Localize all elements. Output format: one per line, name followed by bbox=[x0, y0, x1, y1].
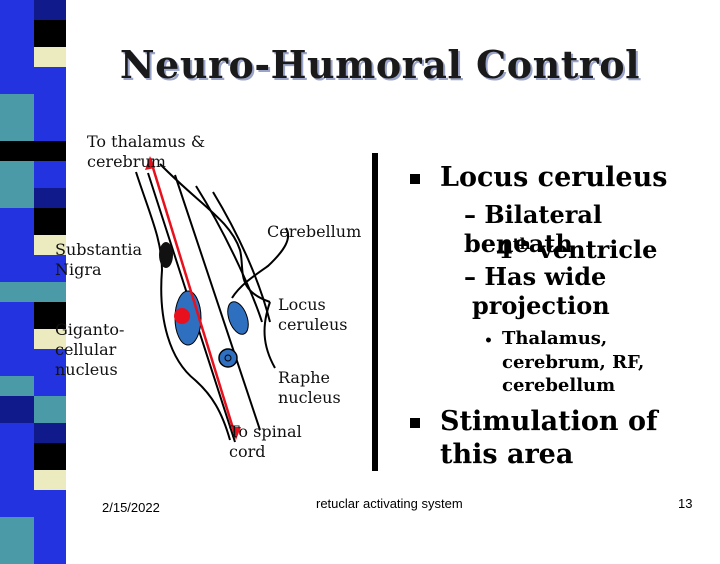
stripe-block bbox=[0, 423, 34, 443]
bullet-square-icon bbox=[410, 418, 420, 428]
stripe-block bbox=[0, 329, 34, 349]
stripe-block bbox=[34, 282, 66, 302]
stripe-block bbox=[34, 302, 66, 329]
stripe-block bbox=[34, 161, 66, 188]
stripe-block bbox=[0, 94, 34, 114]
stripe-block bbox=[0, 141, 34, 161]
label-raphe: Raphe nucleus bbox=[278, 368, 341, 407]
stripe-block bbox=[0, 376, 34, 396]
stripe-block bbox=[34, 0, 66, 20]
stripe-block bbox=[34, 20, 66, 47]
footer-date: 2/15/2022 bbox=[102, 500, 160, 515]
gigantocellular-red-dot bbox=[174, 308, 190, 324]
footer-caption: retuclar activating system bbox=[316, 496, 463, 511]
stripe-block bbox=[34, 396, 66, 423]
bullet-locus-ceruleus: Locus ceruleus bbox=[440, 162, 668, 193]
stripe-block bbox=[0, 47, 34, 67]
stripe-block bbox=[34, 443, 66, 470]
bullet-stimulation: Stimulation of bbox=[440, 406, 658, 437]
stripe-block bbox=[0, 443, 34, 470]
sub-bullet-line: – Has wide bbox=[464, 262, 607, 291]
stripe-block bbox=[34, 349, 66, 376]
brainstem-diagram bbox=[135, 156, 290, 443]
ventricle-number: 4 bbox=[496, 235, 513, 264]
red-arrowhead-up bbox=[145, 156, 155, 170]
footer-page-number: 13 bbox=[678, 496, 693, 511]
stripe-block bbox=[0, 396, 34, 423]
stripe-block bbox=[34, 423, 66, 443]
bullet-square-icon bbox=[410, 174, 420, 184]
stripe-block bbox=[34, 188, 66, 208]
stripe-block bbox=[34, 114, 66, 141]
label-cerebellum: Cerebellum bbox=[267, 222, 362, 241]
stripe-block bbox=[34, 329, 66, 349]
label-gigantocellular: Giganto-cellular nucleus bbox=[55, 320, 125, 379]
stripe-block bbox=[34, 490, 66, 517]
sub-bullet-line: – Bilateral beneath bbox=[464, 200, 603, 258]
raphe-nucleus-center bbox=[224, 354, 232, 362]
stripe-block bbox=[34, 376, 66, 396]
brainstem-outline bbox=[135, 171, 231, 441]
stripe-block bbox=[34, 94, 66, 114]
label-spinal-cord: To spinal cord bbox=[229, 422, 302, 461]
stripe-block bbox=[0, 188, 34, 208]
stripe-block bbox=[34, 235, 66, 255]
substantia-nigra-nucleus bbox=[159, 242, 173, 268]
stripe-block bbox=[34, 47, 66, 67]
stripe-block bbox=[34, 255, 66, 282]
stripe-block bbox=[0, 114, 34, 141]
subsub-bullet-line: cerebrum, RF, bbox=[502, 352, 645, 373]
label-locus-ceruleus: Locus ceruleus bbox=[278, 295, 348, 334]
stripe-block bbox=[0, 161, 34, 188]
stripe-block bbox=[0, 517, 34, 537]
decorative-stripe bbox=[0, 0, 66, 564]
sub-bullet-line: 4th ventricle bbox=[496, 230, 657, 264]
ventricle-word: ventricle bbox=[530, 235, 658, 264]
subsub-bullet-dot: • bbox=[484, 333, 493, 349]
stripe-block bbox=[0, 302, 34, 329]
locus-ceruleus-nucleus bbox=[227, 301, 249, 335]
divider-line bbox=[372, 153, 378, 471]
red-path-line bbox=[148, 157, 238, 439]
ordinal-suffix: th bbox=[512, 235, 531, 253]
subsub-bullet-line: Thalamus, bbox=[502, 328, 608, 349]
stripe-block bbox=[34, 537, 66, 564]
fiber-tract bbox=[174, 174, 261, 431]
stripe-block bbox=[0, 208, 34, 235]
stripe-block bbox=[0, 349, 34, 376]
bullet-stimulation-cont: this area bbox=[440, 439, 574, 470]
brainstem-outline-right bbox=[159, 163, 271, 303]
stripe-block bbox=[34, 470, 66, 490]
stripe-block bbox=[34, 208, 66, 235]
stripe-block bbox=[0, 67, 34, 94]
stripe-block bbox=[0, 0, 34, 20]
fiber-tract bbox=[195, 185, 263, 323]
stripe-block bbox=[0, 255, 34, 282]
stripe-block bbox=[0, 490, 34, 517]
fiber-tract bbox=[212, 191, 271, 323]
stripe-block bbox=[34, 517, 66, 537]
stripe-block bbox=[0, 537, 34, 564]
label-thalamus: To thalamus & cerebrum bbox=[87, 132, 206, 171]
stripe-block bbox=[34, 141, 66, 161]
subsub-bullet-line: cerebellum bbox=[502, 375, 616, 396]
sub-bullet-line: projection bbox=[472, 291, 610, 320]
brainstem-lower-right bbox=[263, 301, 276, 369]
red-arrowhead-down bbox=[232, 427, 241, 440]
slide-title: Neuro-Humoral Control bbox=[119, 42, 641, 87]
label-substantia-nigra: Substantia Nigra bbox=[55, 240, 143, 279]
stripe-block bbox=[0, 470, 34, 490]
stripe-block bbox=[34, 67, 66, 94]
stripe-block bbox=[0, 282, 34, 302]
stripe-block bbox=[0, 235, 34, 255]
stripe-block bbox=[0, 20, 34, 47]
cerebellum-curve bbox=[231, 227, 290, 299]
